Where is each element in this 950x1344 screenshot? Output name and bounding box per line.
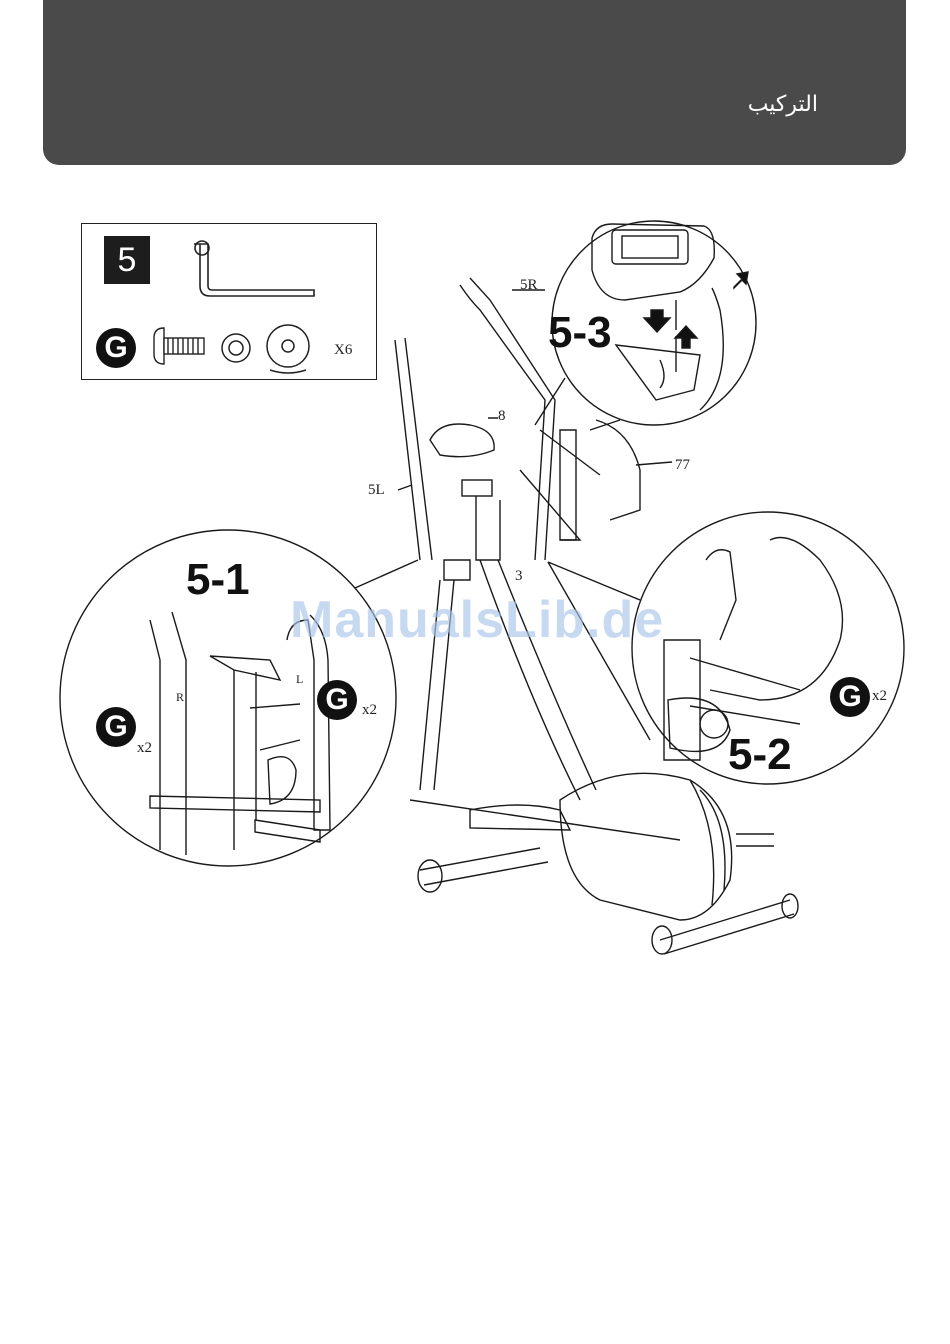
detail-title-5-2: 5-2 bbox=[728, 730, 792, 780]
side-mark-l: L bbox=[296, 672, 303, 687]
part-label-8: 8 bbox=[498, 408, 506, 425]
fastener-quantity: x2 bbox=[137, 740, 152, 757]
fastener-quantity: x2 bbox=[362, 702, 377, 719]
arrow-icon bbox=[675, 326, 697, 348]
fastener-quantity: x2 bbox=[872, 688, 887, 705]
fastener-code-badge: G bbox=[830, 677, 870, 717]
arrow-icon bbox=[644, 310, 670, 332]
detail-title-5-3: 5-3 bbox=[548, 308, 612, 358]
part-label-3: 3 bbox=[515, 568, 523, 585]
side-mark-r: R bbox=[176, 690, 184, 705]
detail-title-5-1: 5-1 bbox=[186, 555, 250, 605]
part-label-5r: 5R bbox=[520, 277, 538, 294]
fastener-code-badge: G bbox=[96, 707, 136, 747]
arrow-icon bbox=[734, 272, 748, 288]
fastener-code-badge: G bbox=[317, 680, 357, 720]
part-label-77: 77 bbox=[675, 457, 690, 474]
watermark: ManualsLib.de bbox=[290, 590, 664, 650]
part-label-5l: 5L bbox=[368, 482, 385, 499]
